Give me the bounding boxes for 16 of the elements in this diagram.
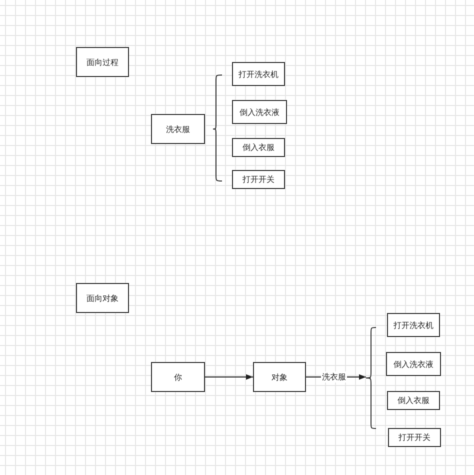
process-box: 打开洗衣机 <box>387 313 440 337</box>
process-box: 倒入洗衣液 <box>232 100 287 124</box>
edge-label: 洗衣服 <box>321 372 347 382</box>
process-box: 面向过程 <box>76 47 129 77</box>
process-box: 对象 <box>253 362 306 392</box>
process-box: 倒入洗衣液 <box>386 352 441 376</box>
process-box: 打开开关 <box>232 170 285 189</box>
process-box: 洗衣服 <box>151 114 205 144</box>
process-box: 面向对象 <box>76 283 129 313</box>
process-box: 你 <box>151 362 205 392</box>
arrow <box>204 374 254 380</box>
process-box: 倒入衣服 <box>232 138 285 157</box>
process-box: 倒入衣服 <box>387 391 440 410</box>
process-box: 打开开关 <box>388 428 441 447</box>
process-box: 打开洗衣机 <box>232 62 285 86</box>
curly-brace <box>366 327 376 429</box>
